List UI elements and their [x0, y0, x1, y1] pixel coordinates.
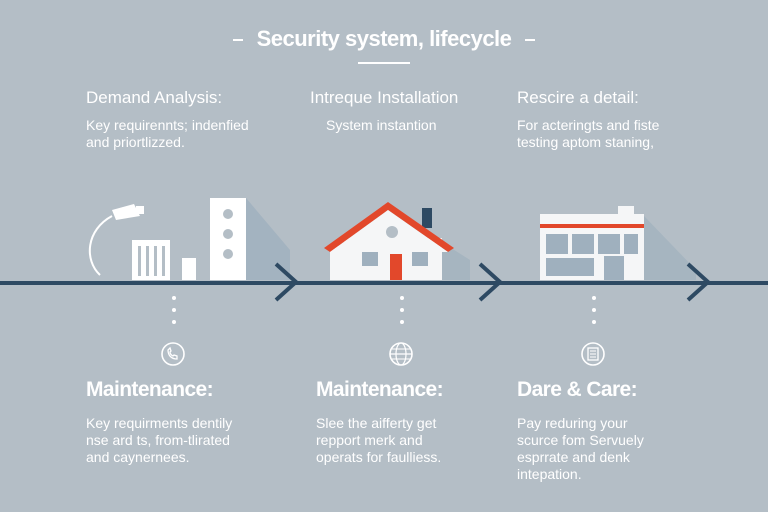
step-1-line-1: Key requirennts; indenfied [86, 117, 249, 133]
timeline-line [0, 281, 768, 285]
step-3-description: For acteringts and fiste testing aptom s… [517, 117, 659, 151]
step-6-line-1: Pay reduring your [517, 415, 628, 431]
timeline-illustration [88, 198, 711, 302]
connector-dot [172, 320, 176, 324]
step-5-line-1: Slee the aifferty get [316, 415, 437, 431]
security-camera-icon [88, 204, 144, 276]
control-panel-graphic [210, 198, 290, 280]
step-4-line-2: nse ard ts, from-tlirated [86, 432, 230, 448]
step-6-heading: Dare & Care: [517, 378, 638, 401]
connector-dot [400, 308, 404, 312]
store-building-graphic [540, 206, 696, 280]
fence-graphic [132, 240, 196, 280]
step-4-description: Key requirments dentily nse ard ts, from… [86, 415, 232, 466]
step-5-heading: Maintenance: [316, 378, 444, 401]
step-4-heading: Maintenance: [86, 378, 214, 401]
step-1-line-2: and priortlizzed. [86, 134, 185, 150]
title-text: Security system, lifecycle [256, 26, 512, 51]
step-6-description: Pay reduring your scurce fom Servuely es… [517, 415, 644, 483]
step-2-heading: Intreque Installation [310, 88, 459, 107]
step-5-line-3: operats for faulliess. [316, 449, 442, 465]
connector-dot [400, 320, 404, 324]
diagram-title: Security system, lifecycle [0, 26, 768, 52]
step-6-line-3: esprrate and denk [517, 449, 630, 465]
step-5-line-2: repport merk and [316, 432, 423, 448]
step-4-line-3: and caynernees. [86, 449, 190, 465]
step-2-description: System instantion [326, 117, 437, 134]
step-2-line-1: System instantion [326, 117, 437, 133]
phone-icon [161, 342, 185, 366]
step-1-heading: Demand Analysis: [86, 88, 223, 107]
house-graphic [324, 202, 470, 280]
step-5-description: Slee the aifferty get repport merk and o… [316, 415, 441, 466]
connector-dot [592, 320, 596, 324]
step-6-line-2: scurce fom Servuely [517, 432, 644, 448]
step-1-description: Key requirennts; indenfied and priortliz… [86, 117, 249, 151]
step-4-line-1: Key requirments dentily [86, 415, 233, 431]
title-dash-left [232, 39, 243, 42]
connector-dot [592, 296, 596, 300]
connector-dot [592, 308, 596, 312]
title-dash-right [525, 39, 536, 42]
title-underline [358, 62, 410, 64]
document-icon [581, 342, 605, 366]
connector-dot [172, 308, 176, 312]
step-6-line-4: intepation. [517, 466, 582, 482]
step-3-heading: Rescire a detail: [517, 88, 639, 107]
step-3-line-2: testing aptom staning, [517, 134, 654, 150]
step-3-line-1: For acteringts and fiste [517, 117, 660, 133]
connector-dot [172, 296, 176, 300]
globe-icon [389, 342, 413, 366]
connector-dot [400, 296, 404, 300]
